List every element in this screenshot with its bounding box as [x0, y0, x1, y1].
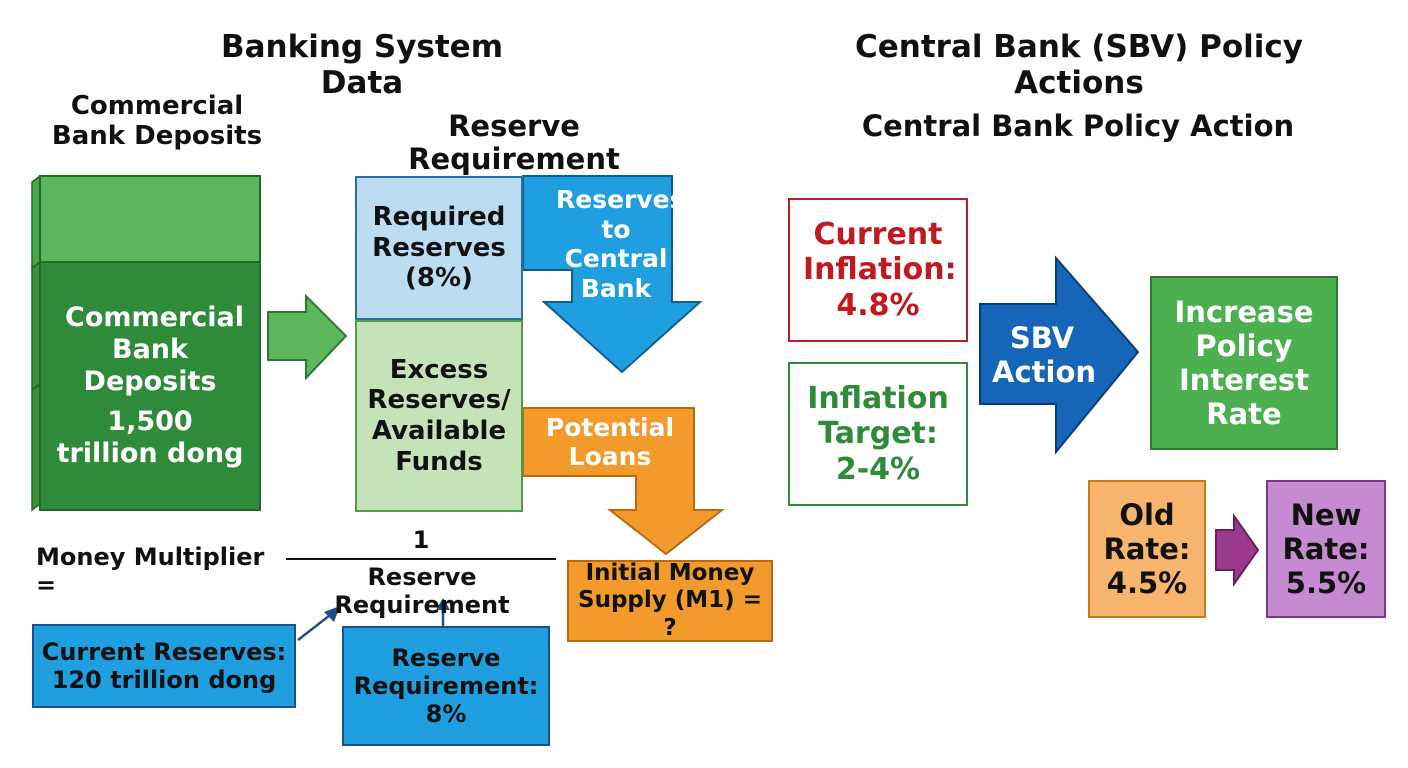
policy-action-heading: Central Bank Policy Action — [861, 109, 1295, 143]
initial-money-supply-text: Initial Money Supply (M1) = ? — [578, 560, 762, 641]
sbv-action-text: SBV Action — [992, 320, 1097, 389]
deposits-label: Commercial Bank Deposits — [65, 302, 244, 398]
reserve-requirement-heading: Reserve Requirement — [408, 109, 620, 177]
current-reserves-box: Current Reserves: 120 trillion dong — [32, 624, 296, 708]
potential-loans-text: Potential Loans — [545, 412, 675, 472]
excess-reserves-box: Excess Reserves/ Available Funds — [355, 320, 523, 512]
rate-change-arrow — [1215, 512, 1260, 588]
reserves-to-central-bank-arrow — [522, 175, 703, 374]
deposits-heading: Commercial Bank Deposits — [51, 91, 263, 151]
inflation-target-text: Inflation Target: 2-4% — [807, 380, 949, 487]
current-reserves-text: Current Reserves: 120 trillion dong — [41, 637, 287, 694]
sbv-action-label: SBV Action — [986, 310, 1098, 400]
increase-rate-text: Increase Policy Interest Rate — [1174, 294, 1314, 432]
reserves-to-central-bank-text: Reserves to Central Bank — [556, 185, 685, 303]
money-multiplier-label: Money Multiplier = — [36, 543, 265, 599]
sbv-action-arrow — [979, 255, 1140, 455]
flow-arrow-deposits — [267, 293, 348, 381]
excess-reserves-label: Excess Reserves/ Available Funds — [367, 354, 511, 477]
reserve-requirement-value-box: Reserve Requirement: 8% — [342, 626, 550, 746]
deposit-stack — [31, 174, 261, 512]
deposits-box: Commercial Bank Deposits 1,500 trillion … — [40, 268, 260, 504]
new-rate-box: New Rate: 5.5% — [1266, 480, 1386, 618]
potential-loans-label: Potential Loans — [528, 410, 692, 474]
right-title: Central Bank (SBV) Policy Actions — [855, 29, 1303, 101]
increase-rate-box: Increase Policy Interest Rate — [1150, 276, 1338, 450]
old-rate-box: Old Rate: 4.5% — [1088, 480, 1206, 618]
left-title: Banking System Data — [220, 29, 504, 101]
inflation-target-box: Inflation Target: 2-4% — [788, 362, 968, 506]
current-inflation-box: Current Inflation: 4.8% — [788, 198, 968, 342]
pointer-arrows — [297, 598, 450, 641]
formula-denominator: Reserve Requirement — [334, 563, 510, 619]
new-rate-text: New Rate: 5.5% — [1282, 497, 1370, 601]
required-reserves-box: Required Reserves (8%) — [355, 176, 523, 320]
reserves-to-central-bank-label: Reserves to Central Bank — [546, 180, 686, 308]
potential-loans-arrow — [522, 407, 725, 556]
old-rate-text: Old Rate: 4.5% — [1103, 497, 1191, 601]
required-reserves-label: Required Reserves (8%) — [372, 201, 506, 294]
current-inflation-text: Current Inflation: 4.8% — [803, 216, 957, 323]
initial-money-supply-box: Initial Money Supply (M1) = ? — [567, 560, 773, 642]
deposits-value: 1,500 trillion dong — [56, 405, 244, 469]
formula-numerator: 1 — [412, 526, 430, 554]
reserve-requirement-value-text: Reserve Requirement: 8% — [353, 643, 539, 729]
